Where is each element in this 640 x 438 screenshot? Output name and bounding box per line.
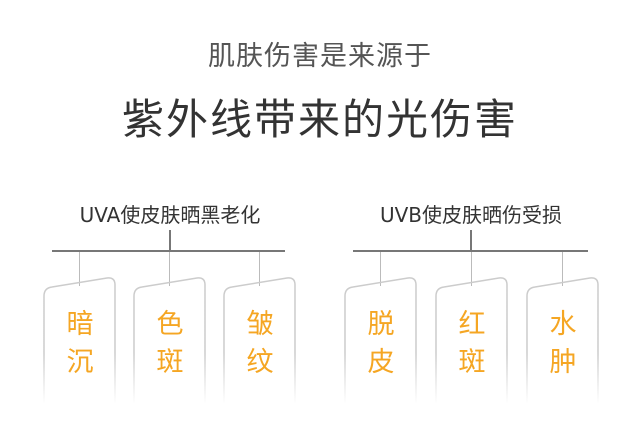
card-char: 暗 [66, 309, 94, 340]
card-outline [133, 277, 206, 404]
uva-branch-line [52, 250, 285, 252]
card-outline [526, 277, 599, 404]
card-label: 红斑 [435, 306, 509, 382]
connector-line [471, 252, 472, 286]
card-outline [435, 277, 508, 404]
card-outline [43, 277, 116, 404]
uvb-branch-line [353, 250, 588, 252]
connector-line [259, 252, 260, 286]
card-label: 脱皮 [344, 306, 418, 382]
card-char: 色 [156, 309, 184, 340]
card-outline [223, 277, 296, 404]
card-char: 水 [549, 309, 577, 340]
card-char: 沉 [66, 347, 94, 378]
card-label: 色斑 [133, 306, 207, 382]
card-outline [344, 277, 417, 404]
uvb-group-title: UVB使皮肤晒伤受损 [379, 203, 563, 227]
card-char: 肿 [549, 347, 577, 378]
card-char: 纹 [246, 347, 274, 378]
card-char: 红 [458, 309, 486, 340]
card-label: 水肿 [526, 306, 600, 382]
effect-card: 暗沉 [43, 276, 117, 404]
card-label: 暗沉 [43, 306, 117, 382]
card-char: 斑 [156, 347, 184, 378]
subtitle: 肌肤伤害是来源于 [208, 41, 432, 72]
connector-line [380, 252, 381, 286]
effect-card: 皱纹 [223, 276, 297, 404]
card-char: 斑 [458, 347, 486, 378]
connector-line [79, 252, 80, 286]
uvb-stem [470, 230, 472, 251]
card-char: 皱 [246, 309, 274, 340]
uva-group-title: UVA使皮肤晒黑老化 [79, 203, 261, 227]
main-title: 紫外线带来的光伤害 [121, 95, 518, 144]
effect-card: 脱皮 [344, 276, 418, 404]
card-char: 皮 [367, 347, 395, 378]
effect-card: 红斑 [435, 276, 509, 404]
effect-card: 水肿 [526, 276, 600, 404]
card-label: 皱纹 [223, 306, 297, 382]
card-char: 脱 [367, 309, 395, 340]
connector-line [562, 252, 563, 286]
uva-stem [169, 230, 171, 251]
effect-card: 色斑 [133, 276, 207, 404]
connector-line [169, 252, 170, 286]
